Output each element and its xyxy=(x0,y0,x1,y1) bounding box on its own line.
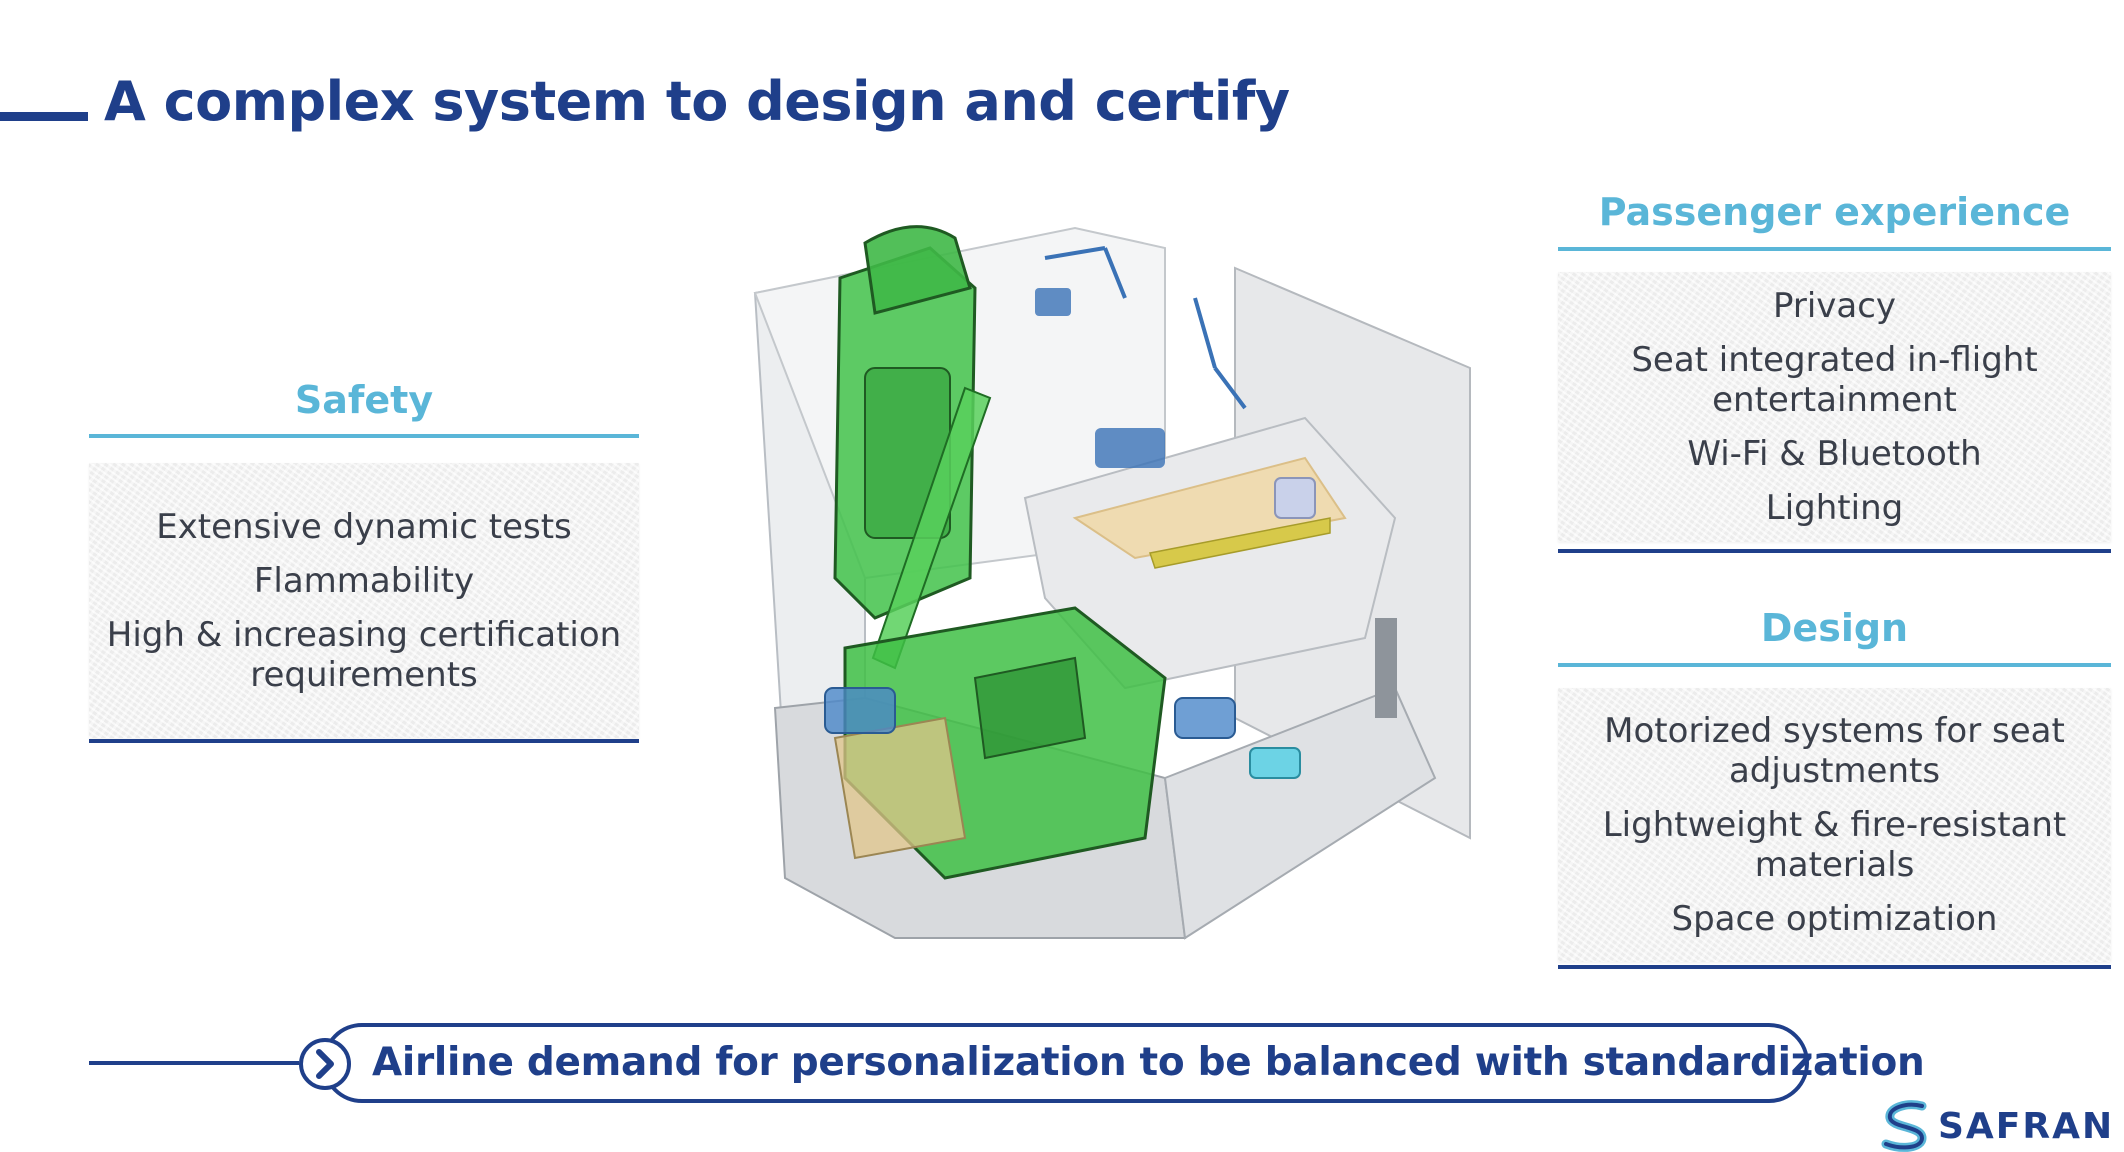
electronics-unit xyxy=(1095,428,1165,468)
safety-list: Extensive dynamic tests Flammability Hig… xyxy=(89,463,639,738)
safety-panel: Safety Extensive dynamic tests Flammabil… xyxy=(89,378,639,748)
logo-text: SAFRAN xyxy=(1938,1106,2115,1147)
design-heading-rule xyxy=(1558,663,2111,667)
passenger-item: Wi-Fi & Bluetooth xyxy=(1687,434,1982,474)
banner-text: Airline demand for personalization to be… xyxy=(372,1040,1925,1085)
safety-bottom-rule xyxy=(89,739,639,743)
passenger-experience-heading: Passenger experience xyxy=(1598,190,2071,234)
wiring-harness xyxy=(1044,246,1247,410)
passenger-bottom-rule xyxy=(1558,549,2111,553)
passenger-experience-panel: Passenger experience Privacy Seat integr… xyxy=(1558,190,2111,556)
passenger-box: Privacy Seat integrated in-flight entert… xyxy=(1558,272,2111,542)
safran-swirl-icon xyxy=(1881,1100,1927,1152)
passenger-list: Privacy Seat integrated in-flight entert… xyxy=(1558,272,2111,542)
seat-illustration xyxy=(753,225,1471,940)
seat-actuator-left xyxy=(824,687,896,734)
safety-item: Extensive dynamic tests xyxy=(156,506,572,547)
seat-headrest xyxy=(863,225,972,315)
design-bottom-rule xyxy=(1558,965,2111,969)
passenger-item: Privacy xyxy=(1772,286,1897,326)
safety-item: High & increasing certification requirem… xyxy=(106,614,622,695)
design-item: Motorized systems for seat adjustments xyxy=(1604,711,2065,791)
safran-logo: SAFRAN xyxy=(1878,1100,2118,1152)
page-title: A complex system to design and certify xyxy=(104,70,1290,133)
seat-storage xyxy=(833,716,967,860)
design-item: Space optimization xyxy=(1671,899,1998,939)
design-item: Lightweight & fire-resistant materials xyxy=(1602,805,2067,885)
passenger-heading-rule xyxy=(1558,247,2111,251)
chevron-right-icon xyxy=(299,1038,351,1090)
control-box xyxy=(1035,288,1071,316)
console-light-strip xyxy=(1149,517,1331,569)
footwell-base xyxy=(1163,686,1437,940)
seat-mechanism xyxy=(973,656,1087,760)
passenger-item: Lighting xyxy=(1765,488,1904,528)
seat-actuator-right xyxy=(1174,697,1236,739)
safety-heading: Safety xyxy=(294,378,434,422)
title-accent-bar xyxy=(0,112,88,121)
design-list: Motorized systems for seat adjustments L… xyxy=(1558,688,2111,962)
safety-box: Extensive dynamic tests Flammability Hig… xyxy=(89,463,639,738)
safety-item: Flammability xyxy=(253,560,475,601)
safety-heading-rule xyxy=(89,434,639,438)
footrest-actuator xyxy=(1249,747,1301,779)
design-heading: Design xyxy=(1760,606,1909,650)
design-panel: Design Motorized systems for seat adjust… xyxy=(1558,606,2111,972)
passenger-item: Seat integrated in-flight entertainment xyxy=(1631,340,2038,420)
banner-lead-line xyxy=(89,1061,299,1065)
vent-grille xyxy=(1375,618,1397,718)
design-box: Motorized systems for seat adjustments L… xyxy=(1558,688,2111,962)
ife-screen xyxy=(1274,477,1316,519)
